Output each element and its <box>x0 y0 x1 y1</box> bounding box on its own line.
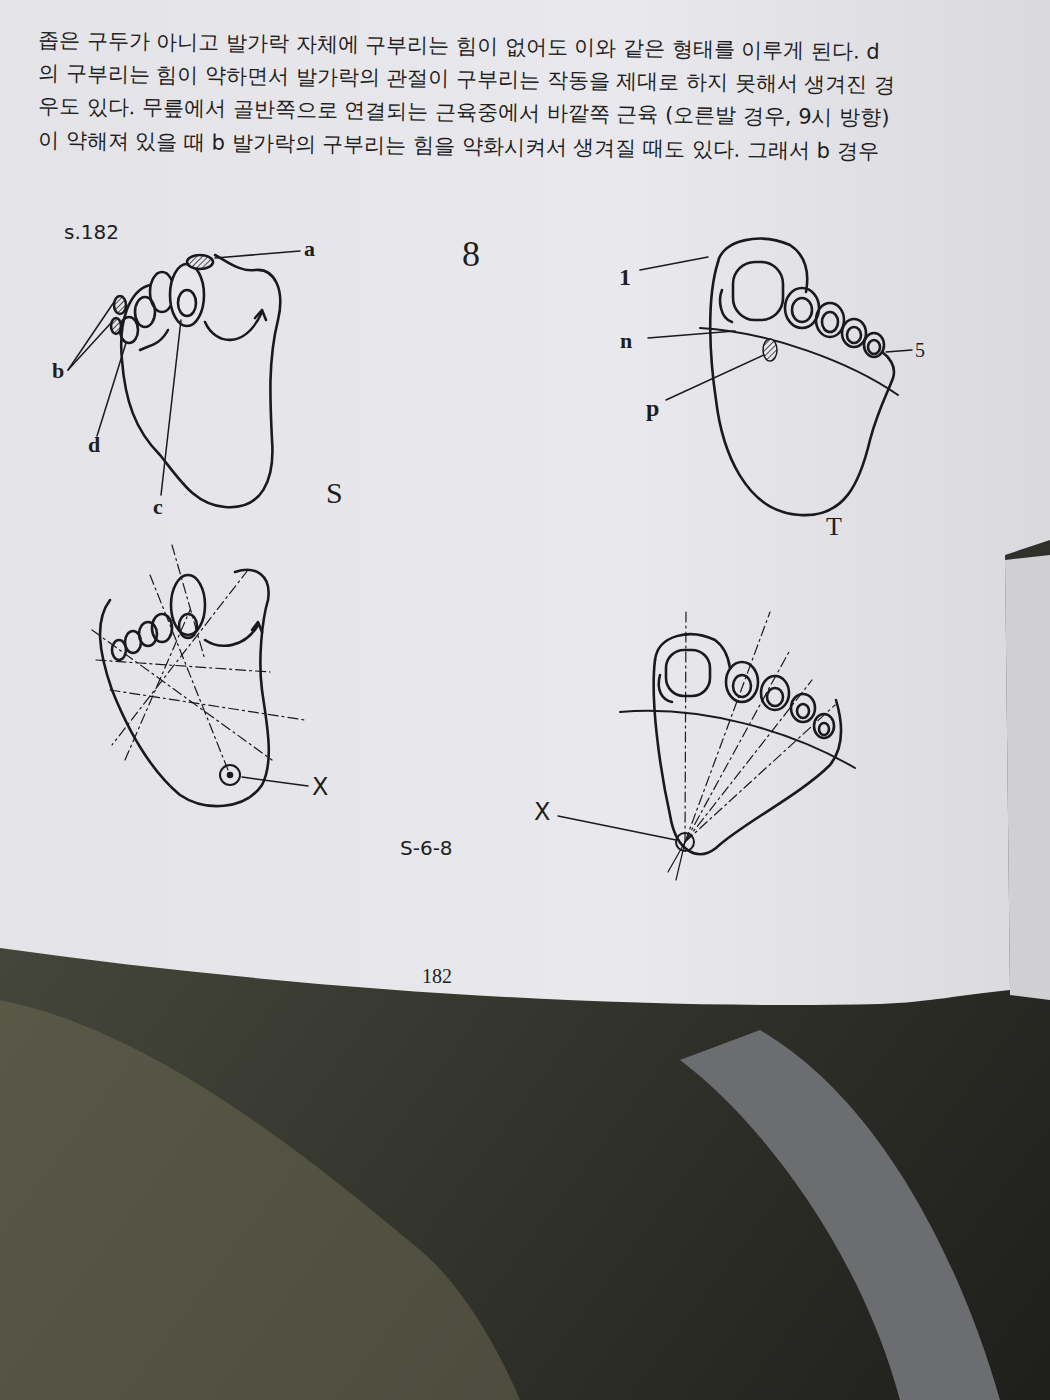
foot-t-axes-drawing <box>558 610 855 880</box>
figure-number: 8 <box>462 236 480 272</box>
figure-ref: s.182 <box>64 222 119 242</box>
callout-letter: d <box>88 434 100 456</box>
foot-s-drawing <box>111 255 280 507</box>
leader-lines-s <box>68 251 300 495</box>
toe-number: 5 <box>915 340 925 360</box>
book-page <box>0 0 1050 1005</box>
body-text-line: 이 약해져 있을 때 b 발가락의 구부리는 힘을 약화시켜서 생겨질 때도 있… <box>38 130 879 163</box>
figure-letter: S <box>326 478 343 508</box>
body-text-line: 좁은 구두가 아니고 발가락 자체에 구부리는 힘이 없어도 이와 같은 형태를… <box>38 30 880 63</box>
facing-page <box>1005 555 1050 1000</box>
foot-t-drawing <box>700 239 898 515</box>
callout-letter: b <box>52 360 64 382</box>
leader-lines-t <box>640 257 912 400</box>
toe-number: 1 <box>619 265 631 289</box>
callout-letter: a <box>304 238 315 260</box>
body-text-line: 의 구부리는 힘이 약하면서 발가락의 관절이 구부리는 작동을 제대로 하지 … <box>38 63 895 96</box>
page-number: 182 <box>422 966 452 986</box>
axis-point-label: X <box>534 800 550 824</box>
callout-letter: c <box>153 496 163 518</box>
blurred-cloth <box>0 1000 520 1400</box>
figure-letter: T <box>826 514 842 540</box>
callout-letter: p <box>646 396 659 420</box>
figure-code: S-6-8 <box>400 838 453 858</box>
axis-point-label: X <box>312 775 328 799</box>
body-text-line: 우도 있다. 무릎에서 골반쪽으로 연결되는 근육중에서 바깥쪽 근육 (오른발… <box>38 96 890 129</box>
foot-s-axes-drawing <box>92 545 308 806</box>
chair-frame <box>680 1030 1000 1400</box>
callout-letter: n <box>620 330 632 352</box>
